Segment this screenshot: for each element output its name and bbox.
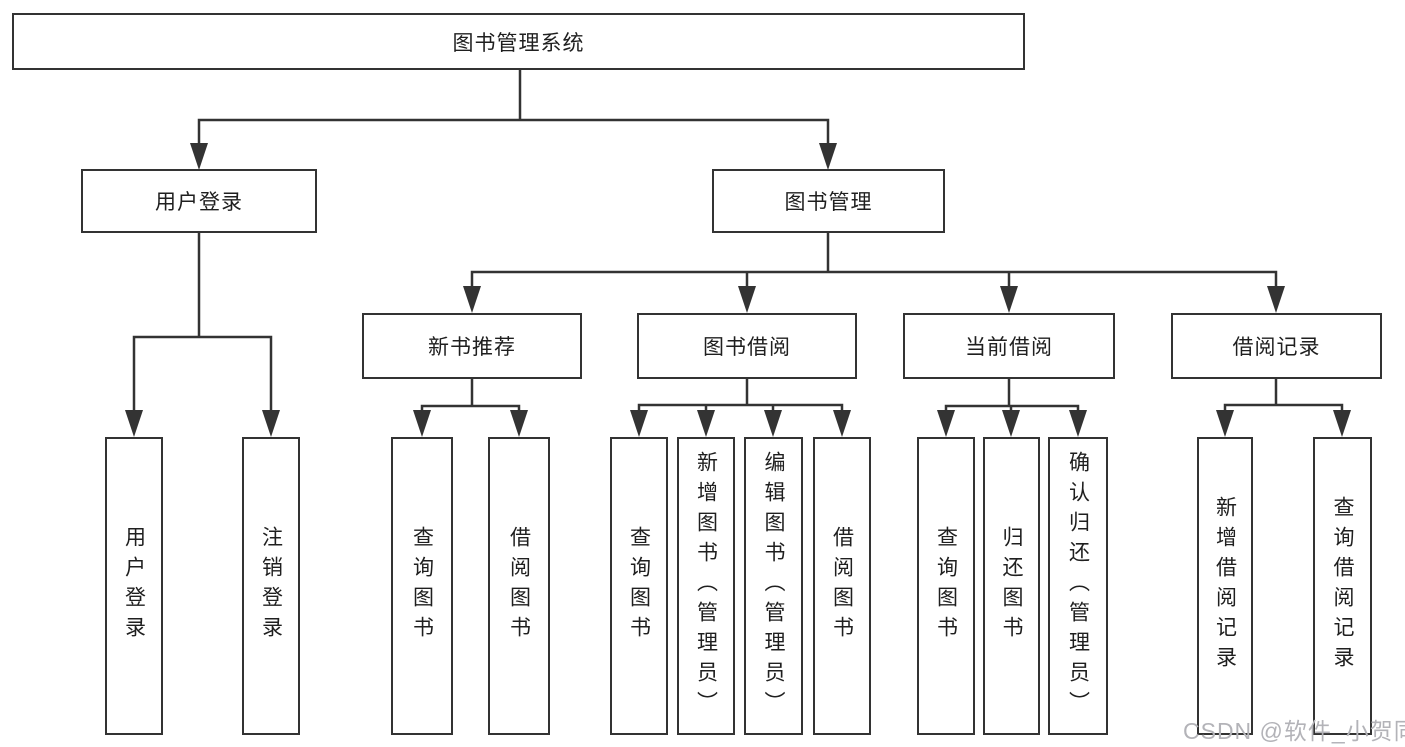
leaf-query-books-current: 查询图书 xyxy=(917,437,975,735)
leaf-borrow-books-recommend: 借阅图书 xyxy=(488,437,550,735)
node-new-book-recommendation: 新书推荐 xyxy=(362,313,582,379)
leaf-add-book-admin: 新增图书（管理员） xyxy=(677,437,735,735)
watermark: CSDN @软件_小贺同学 xyxy=(1183,718,1405,744)
leaf-query-books-borrowing: 查询图书 xyxy=(610,437,668,735)
node-borrowing-records: 借阅记录 xyxy=(1171,313,1382,379)
node-current-borrowing: 当前借阅 xyxy=(903,313,1115,379)
node-book-management-system: 图书管理系统 xyxy=(12,13,1025,70)
leaf-logout: 注销登录 xyxy=(242,437,300,735)
leaf-confirm-return-admin: 确认归还（管理员） xyxy=(1048,437,1108,735)
leaf-edit-book-admin: 编辑图书（管理员） xyxy=(744,437,803,735)
leaf-query-books-recommend: 查询图书 xyxy=(391,437,453,735)
node-book-management-branch: 图书管理 xyxy=(712,169,945,233)
node-user-login-branch: 用户登录 xyxy=(81,169,317,233)
leaf-add-borrow-record: 新增借阅记录 xyxy=(1197,437,1253,735)
leaf-user-login: 用户登录 xyxy=(105,437,163,735)
leaf-return-book: 归还图书 xyxy=(983,437,1040,735)
leaf-borrow-books-borrowing: 借阅图书 xyxy=(813,437,871,735)
node-book-borrowing: 图书借阅 xyxy=(637,313,857,379)
leaf-query-borrow-record: 查询借阅记录 xyxy=(1313,437,1372,735)
